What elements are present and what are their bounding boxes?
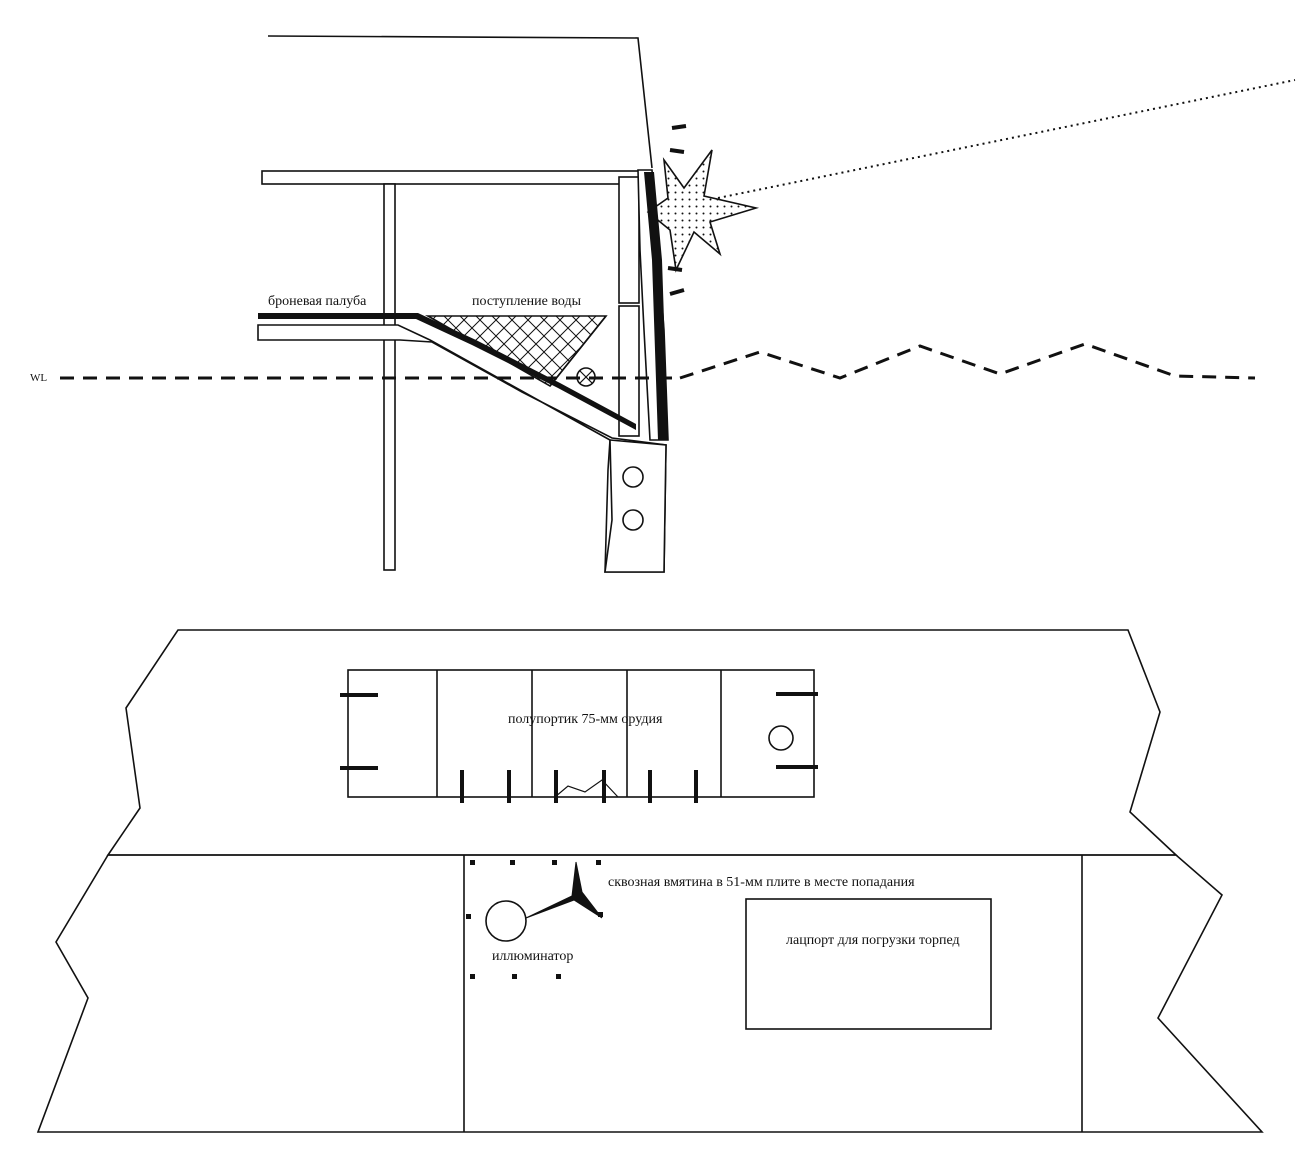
explosion-icon — [646, 149, 760, 273]
side-armor-belt — [644, 172, 668, 440]
valve-icon-cross — [579, 370, 593, 384]
hinge-marks — [340, 692, 818, 803]
armor-deck-label: броневая палуба — [268, 294, 367, 309]
upper-deck — [261, 170, 641, 185]
half-port-frame — [347, 669, 815, 798]
bilge-frame — [604, 439, 667, 573]
inner-bulkhead-lower — [618, 305, 640, 437]
side-elevation-view — [36, 629, 1264, 1133]
porthole-icon — [485, 900, 527, 942]
damage-zone-dots — [466, 860, 603, 979]
armor-deck-lower-strip — [257, 324, 667, 573]
lightening-hole-upper — [622, 466, 644, 488]
half-port-crack — [554, 779, 619, 798]
ingress-diagonal — [549, 315, 607, 387]
dent-impact-icon — [525, 861, 603, 919]
lower-strake-outline — [36, 854, 1264, 1133]
water-ingress-label: поступление воды — [472, 294, 582, 309]
upper-hull-outline — [267, 35, 653, 169]
inner-bulkhead-upper — [618, 176, 640, 304]
torpedo-port-label: лацпорт для погрузки торпед — [786, 933, 960, 948]
fragment-marks — [667, 124, 687, 296]
shell-trajectory — [717, 79, 1296, 199]
half-port-porthole — [768, 725, 794, 751]
torpedo-port — [745, 898, 992, 1030]
half-port-label: полупортик 75-мм орудия — [508, 712, 663, 727]
upper-strake-outline — [106, 629, 1179, 856]
porthole-label: иллюминатор — [492, 949, 573, 964]
lightening-hole-lower — [622, 509, 644, 531]
dent-label: сквозная вмятина в 51-мм плите в месте п… — [608, 875, 915, 890]
waterline-label: WL — [30, 372, 47, 384]
waterline-wave — [679, 342, 1256, 380]
